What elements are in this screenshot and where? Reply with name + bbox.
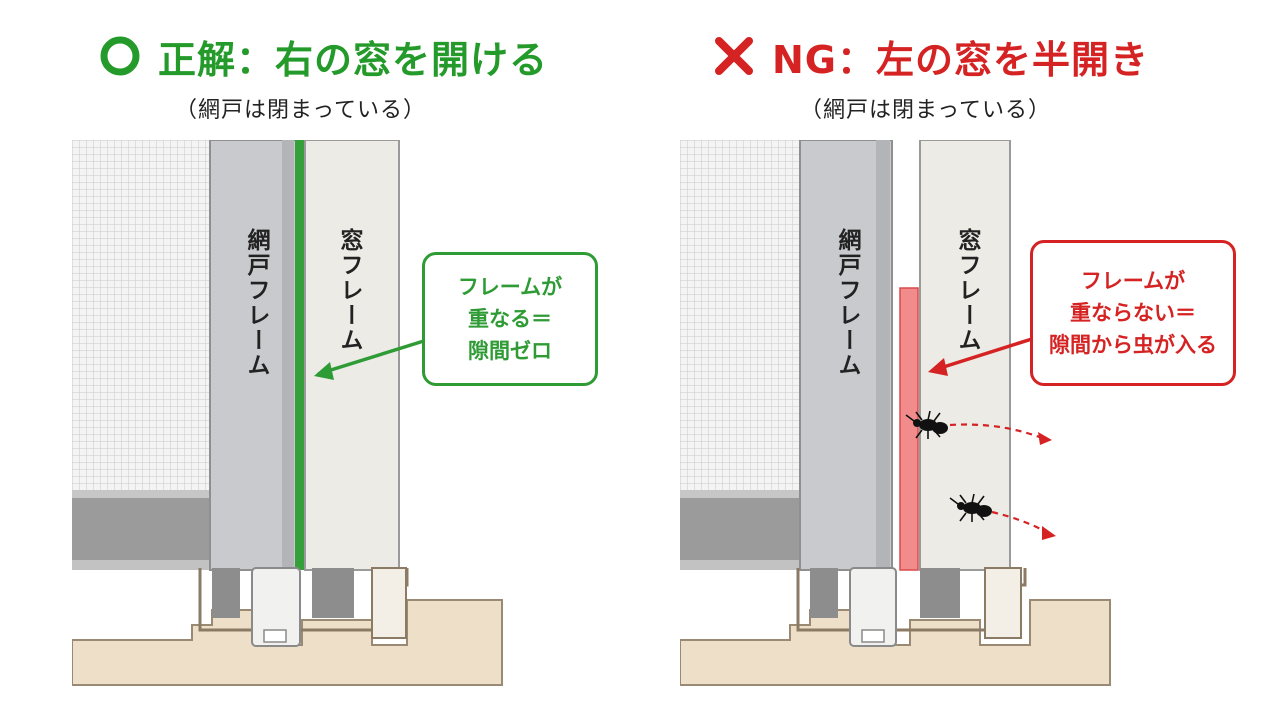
callout-line-2: 重なる＝ xyxy=(468,307,552,331)
screen-frame-label: 網戸フレーム xyxy=(834,228,860,378)
callout-line-3: 隙間ゼロ xyxy=(468,339,552,363)
callout-line-2: 重ならない＝ xyxy=(1070,301,1196,325)
gap-highlight xyxy=(899,287,919,571)
correct-subtitle: （網戸は閉まっている） xyxy=(175,98,427,123)
insect-icon xyxy=(949,493,992,522)
window-frame xyxy=(919,140,1011,571)
window-frame-label: 窓フレーム xyxy=(336,228,362,353)
overlap-callout: フレームが 重なる＝ 隙間ゼロ xyxy=(422,252,598,386)
pointer-arrow xyxy=(933,336,1036,372)
insect-icon xyxy=(905,410,948,439)
ng-title-text: NG：左の窓を半開き xyxy=(772,37,1149,82)
pointer-arrow xyxy=(317,338,428,376)
window-sill xyxy=(72,599,503,686)
screen-frame xyxy=(209,140,297,571)
correct-title-text: 正解：右の窓を開ける xyxy=(158,37,549,82)
gap-callout: フレームが 重ならない＝ 隙間から虫が入る xyxy=(1030,240,1236,386)
callout-line-3: 隙間から虫が入る xyxy=(1049,333,1217,357)
overlap-line xyxy=(295,140,305,570)
screen-mesh xyxy=(680,140,810,490)
correct-title: 正解：右の窓を開ける xyxy=(98,28,548,84)
ng-diagram: 網戸フレーム 窓フレーム フレームが 重ならない＝ 隙間から虫が入る xyxy=(680,140,1236,700)
screen-bottom-rail xyxy=(72,490,212,498)
correct-diagram: 網戸フレーム 窓フレーム フレームが 重なる＝ 隙間ゼロ xyxy=(72,140,598,700)
screen-frame-label: 網戸フレーム xyxy=(243,228,269,378)
insect-path xyxy=(949,423,1043,440)
ng-title: NG：左の窓を半開き xyxy=(712,28,1149,84)
callout-line-1: フレームが xyxy=(457,275,563,299)
ng-subtitle: （網戸は閉まっている） xyxy=(800,98,1052,123)
screen-mesh xyxy=(72,140,212,490)
window-frame-label: 窓フレーム xyxy=(954,228,980,353)
cross-icon xyxy=(715,37,753,75)
insect-path xyxy=(991,510,1047,533)
window-frame xyxy=(304,140,400,571)
callout-line-1: フレームが xyxy=(1080,269,1186,293)
window-sill xyxy=(680,599,1111,686)
circle-check-icon xyxy=(100,36,140,76)
